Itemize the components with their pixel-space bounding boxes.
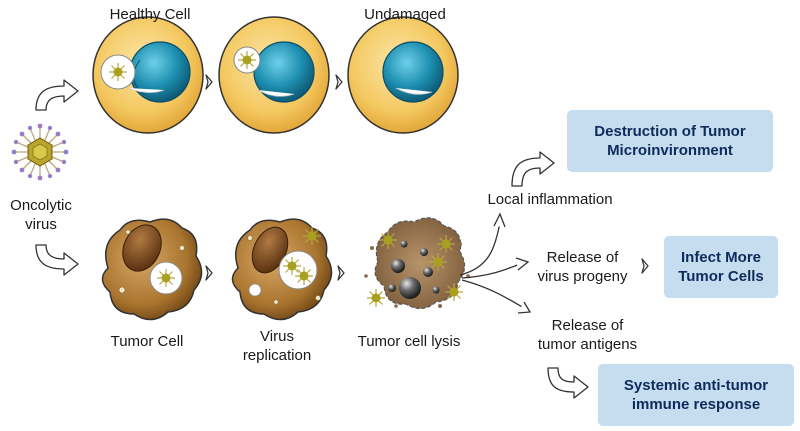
tumor-cell-1 bbox=[101, 218, 203, 321]
curved-arrow-down bbox=[35, 244, 79, 276]
branch-arrows bbox=[459, 212, 532, 314]
curved-arrow-immune bbox=[547, 367, 589, 399]
oncolytic-virus-icon bbox=[11, 123, 69, 181]
outcome-immune-line1: Systemic anti-tumor bbox=[623, 377, 769, 394]
label-release-progeny-1: Release of bbox=[546, 249, 619, 266]
outcome-infect-box: Infect More Tumor Cells bbox=[664, 236, 778, 298]
label-local-inflammation: Local inflammation bbox=[487, 191, 613, 208]
label-oncolytic: Oncolytic bbox=[10, 197, 72, 214]
tumor-cell-2 bbox=[231, 218, 333, 321]
arrow-healthy-1 bbox=[205, 74, 213, 90]
outcome-destruction-line1: Destruction of Tumor bbox=[594, 123, 746, 140]
outcome-infect-line1: Infect More bbox=[680, 249, 761, 266]
label-undamaged: Undamaged bbox=[364, 6, 446, 23]
lysed-tumor-cell bbox=[364, 217, 470, 310]
curved-arrow-up bbox=[35, 79, 79, 111]
arrow-to-infect bbox=[641, 258, 649, 274]
outcome-destruction-line2: Microinvironment bbox=[607, 142, 733, 159]
arrow-tumor-2 bbox=[337, 265, 345, 281]
curved-arrow-destruction bbox=[511, 151, 555, 187]
healthy-cell-2 bbox=[218, 16, 330, 134]
arrow-tumor-1 bbox=[205, 265, 213, 281]
outcome-immune-line2: immune response bbox=[631, 396, 761, 413]
healthy-cell-3 bbox=[347, 16, 459, 134]
label-tumor-cell-lysis: Tumor cell lysis bbox=[357, 333, 461, 350]
outcome-destruction-box: Destruction of Tumor Microinvironment bbox=[567, 110, 773, 172]
outcome-infect-line2: Tumor Cells bbox=[678, 268, 764, 285]
label-tumor-cell: Tumor Cell bbox=[110, 333, 184, 350]
label-release-progeny-2: virus progeny bbox=[537, 268, 628, 285]
label-virus: virus bbox=[25, 216, 57, 233]
healthy-cell-1 bbox=[92, 16, 204, 134]
label-healthy-cell: Healthy Cell bbox=[109, 6, 191, 23]
label-release-antigens-1: Release of bbox=[551, 317, 624, 334]
label-release-antigens-2: tumor antigens bbox=[537, 336, 638, 353]
label-virus-replication-1: Virus bbox=[260, 328, 294, 345]
label-virus-replication-2: replication bbox=[242, 347, 312, 364]
arrow-healthy-2 bbox=[335, 74, 343, 90]
outcome-immune-box: Systemic anti-tumor immune response bbox=[598, 364, 794, 426]
